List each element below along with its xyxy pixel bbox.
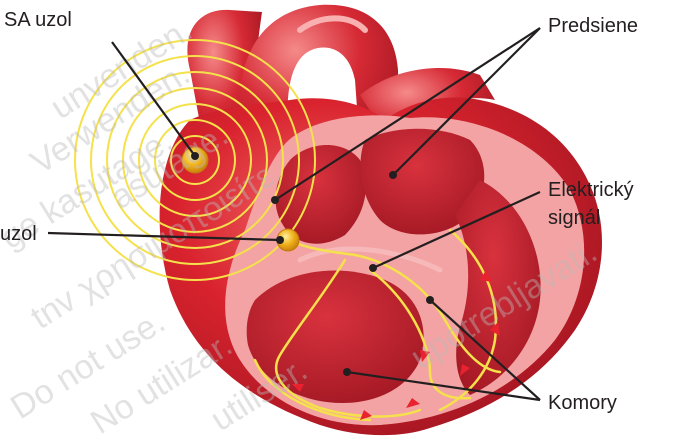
atria-pointer-dot-2 (389, 171, 397, 179)
signal-label-line1: Elektrický (548, 179, 634, 201)
ventricles-pointer-dot-1 (426, 296, 434, 304)
av-node-pointer-dot (276, 236, 284, 244)
signal-label-line2: signál (548, 207, 600, 229)
signal-pointer-dot (369, 264, 377, 272)
ventricles-pointer-dot-2 (343, 368, 351, 376)
sa-node-label: SA uzol (4, 9, 72, 31)
atria-label: Predsiene (548, 15, 638, 37)
ventricles-label: Komory (548, 392, 617, 414)
av-node-label: uzol (0, 223, 37, 245)
atria-pointer-dot-1 (271, 196, 279, 204)
sa-node-pointer-dot (191, 152, 199, 160)
